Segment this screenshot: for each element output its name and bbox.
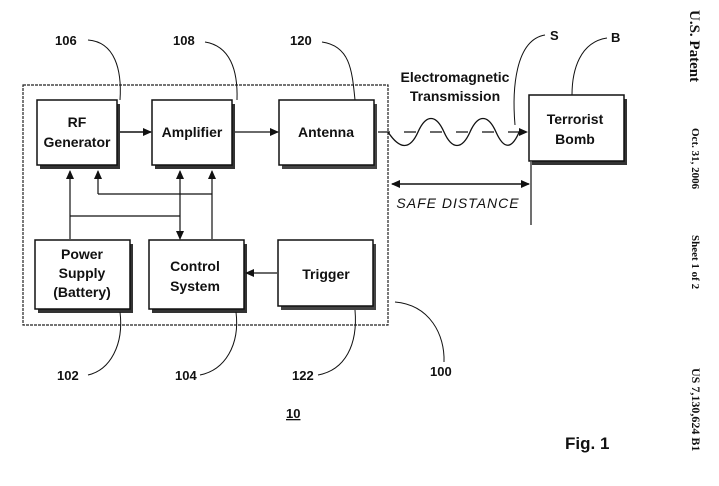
system-ref-10: 10 [286, 406, 300, 421]
header-publisher: U.S. Patent [686, 10, 702, 82]
ref-108: 108 [173, 33, 195, 48]
power-supply-label-3: (Battery) [53, 284, 111, 300]
em-wave [387, 117, 521, 147]
safe-distance-label: SAFE DISTANCE [396, 195, 519, 211]
rf-generator-label-2: Generator [44, 134, 111, 150]
power-supply-block: Power Supply (Battery) [34, 239, 133, 313]
ref-s: S [550, 28, 559, 43]
trigger-label: Trigger [302, 266, 350, 282]
amplifier-block: Amplifier [151, 99, 235, 169]
antenna-label: Antenna [298, 124, 354, 140]
control-system-label-2: System [170, 278, 220, 294]
device-enclosure [22, 84, 389, 326]
header-patent-number: US 7,130,624 B1 [689, 368, 703, 451]
ref-104: 104 [175, 368, 197, 383]
header-sheet: Sheet 1 of 2 [689, 235, 701, 290]
figure-title: Fig. 1 [565, 434, 609, 453]
control-system-block: Control System [148, 239, 247, 313]
leader-lines [87, 34, 608, 376]
rf-generator-block: RF Generator [36, 99, 120, 169]
em-transmission-label-1: Electromagnetic [401, 69, 510, 85]
control-system-label-1: Control [170, 258, 220, 274]
rf-generator-label-1: RF [68, 114, 87, 130]
terrorist-bomb-block: Terrorist Bomb [528, 94, 627, 165]
bomb-label-2: Bomb [555, 131, 595, 147]
amplifier-label: Amplifier [162, 124, 223, 140]
power-supply-label-2: Supply [59, 265, 106, 281]
power-bus [66, 170, 216, 240]
bomb-label-1: Terrorist [547, 111, 604, 127]
ref-106: 106 [55, 33, 77, 48]
ref-100: 100 [430, 364, 452, 379]
ref-102: 102 [57, 368, 79, 383]
em-transmission-label-2: Transmission [410, 88, 500, 104]
trigger-block: Trigger [277, 239, 376, 310]
patent-header: U.S. Patent Oct. 31, 2006 Sheet 1 of 2 U… [686, 10, 703, 451]
ref-122: 122 [292, 368, 314, 383]
power-supply-label-1: Power [61, 246, 104, 262]
ref-b: B [611, 30, 620, 45]
antenna-block: Antenna [278, 99, 377, 169]
ref-120: 120 [290, 33, 312, 48]
header-date: Oct. 31, 2006 [689, 128, 701, 190]
